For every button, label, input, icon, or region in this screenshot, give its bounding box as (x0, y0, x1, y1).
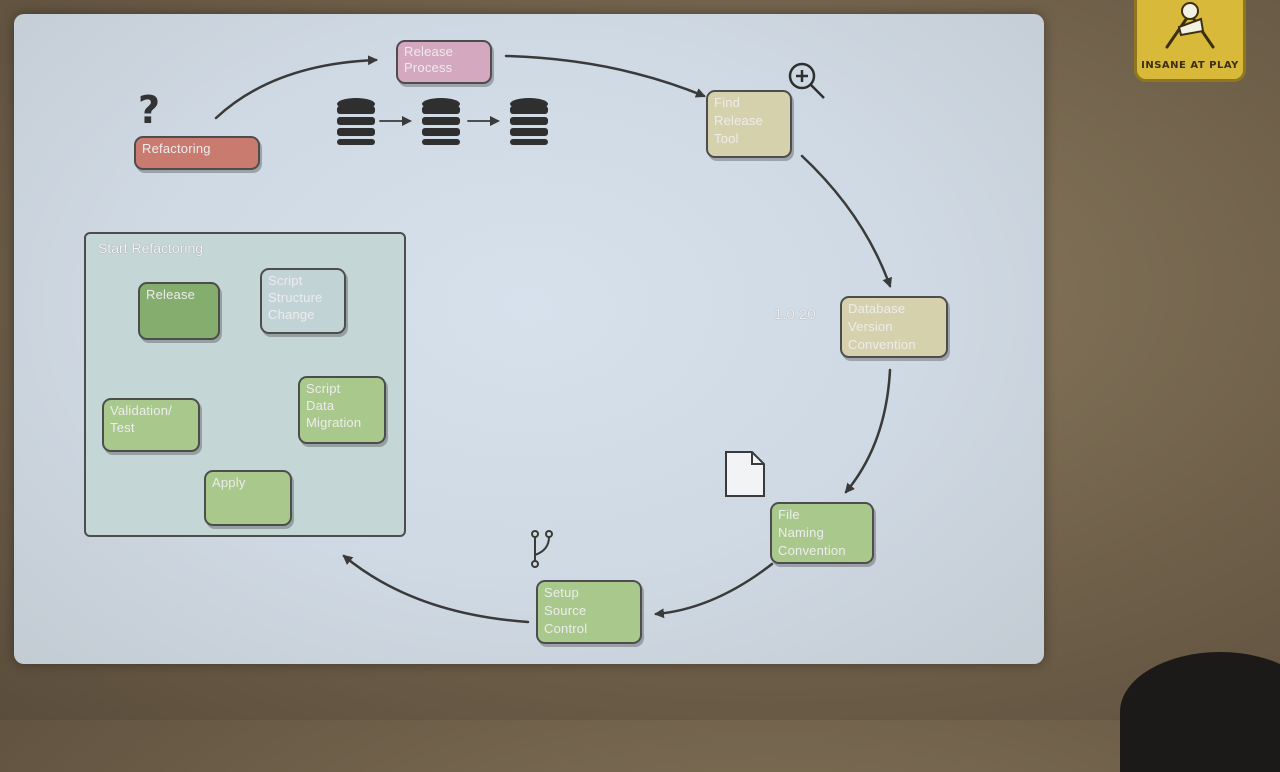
node-find-release-tool-label: Find Release Tool (714, 95, 764, 146)
document-icon (725, 451, 765, 497)
question-mark: ? (138, 88, 161, 132)
node-release-process[interactable]: Release Process (396, 40, 492, 84)
arrow-release-to-find-tool (504, 54, 706, 98)
node-database-version-convention-label: Database Version Convention (848, 301, 916, 352)
arrow-source-control-to-panel (342, 554, 530, 624)
branch-icon (531, 530, 553, 568)
brand-logo: INSANE AT PLAY (1134, 0, 1246, 82)
node-script-data-migration[interactable]: Script Data Migration (298, 376, 386, 444)
node-release[interactable]: Release (138, 282, 220, 340)
node-setup-source-control[interactable]: Setup Source Control (536, 580, 642, 644)
node-validation-test[interactable]: Validation/ Test (102, 398, 200, 452)
arrow-db-version-to-file-naming (844, 368, 892, 494)
logo-figure-icon (1165, 2, 1215, 49)
magnifier-icon (788, 62, 825, 99)
node-script-structure-change-label: Script Structure Change (268, 273, 323, 322)
presentation-slide: ? Refactoring Release Process Find Relea… (14, 14, 1044, 664)
arrow-find-tool-to-db-version (800, 154, 892, 288)
node-script-data-migration-label: Script Data Migration (306, 381, 362, 430)
node-refactoring-label: Refactoring (142, 141, 211, 156)
node-refactoring[interactable]: Refactoring (134, 136, 260, 170)
arrow-refactoring-to-release (214, 55, 378, 120)
node-database-version-convention[interactable]: Database Version Convention (840, 296, 948, 358)
node-release-label: Release (146, 287, 196, 302)
panel-title: Start Refactoring (98, 240, 204, 256)
start-refactoring-panel: Start Refactoring Release Script Structu… (84, 232, 406, 537)
node-find-release-tool[interactable]: Find Release Tool (706, 90, 792, 158)
node-validation-test-label: Validation/ Test (110, 403, 172, 435)
node-file-naming-convention-label: File Naming Convention (778, 507, 846, 558)
node-apply-label: Apply (212, 475, 246, 490)
database-icon (422, 98, 460, 145)
node-script-structure-change[interactable]: Script Structure Change (260, 268, 346, 334)
node-setup-source-control-label: Setup Source Control (544, 585, 588, 636)
database-icon (337, 98, 375, 145)
version-label: 1.0.20 (774, 306, 816, 323)
node-apply[interactable]: Apply (204, 470, 292, 526)
database-icon (510, 98, 548, 145)
logo-text: INSANE AT PLAY (1141, 60, 1239, 71)
node-file-naming-convention[interactable]: File Naming Convention (770, 502, 874, 564)
node-release-process-label: Release Process (404, 44, 454, 75)
arrow-file-naming-to-source-control (654, 562, 774, 619)
speaker-silhouette (1120, 652, 1280, 772)
